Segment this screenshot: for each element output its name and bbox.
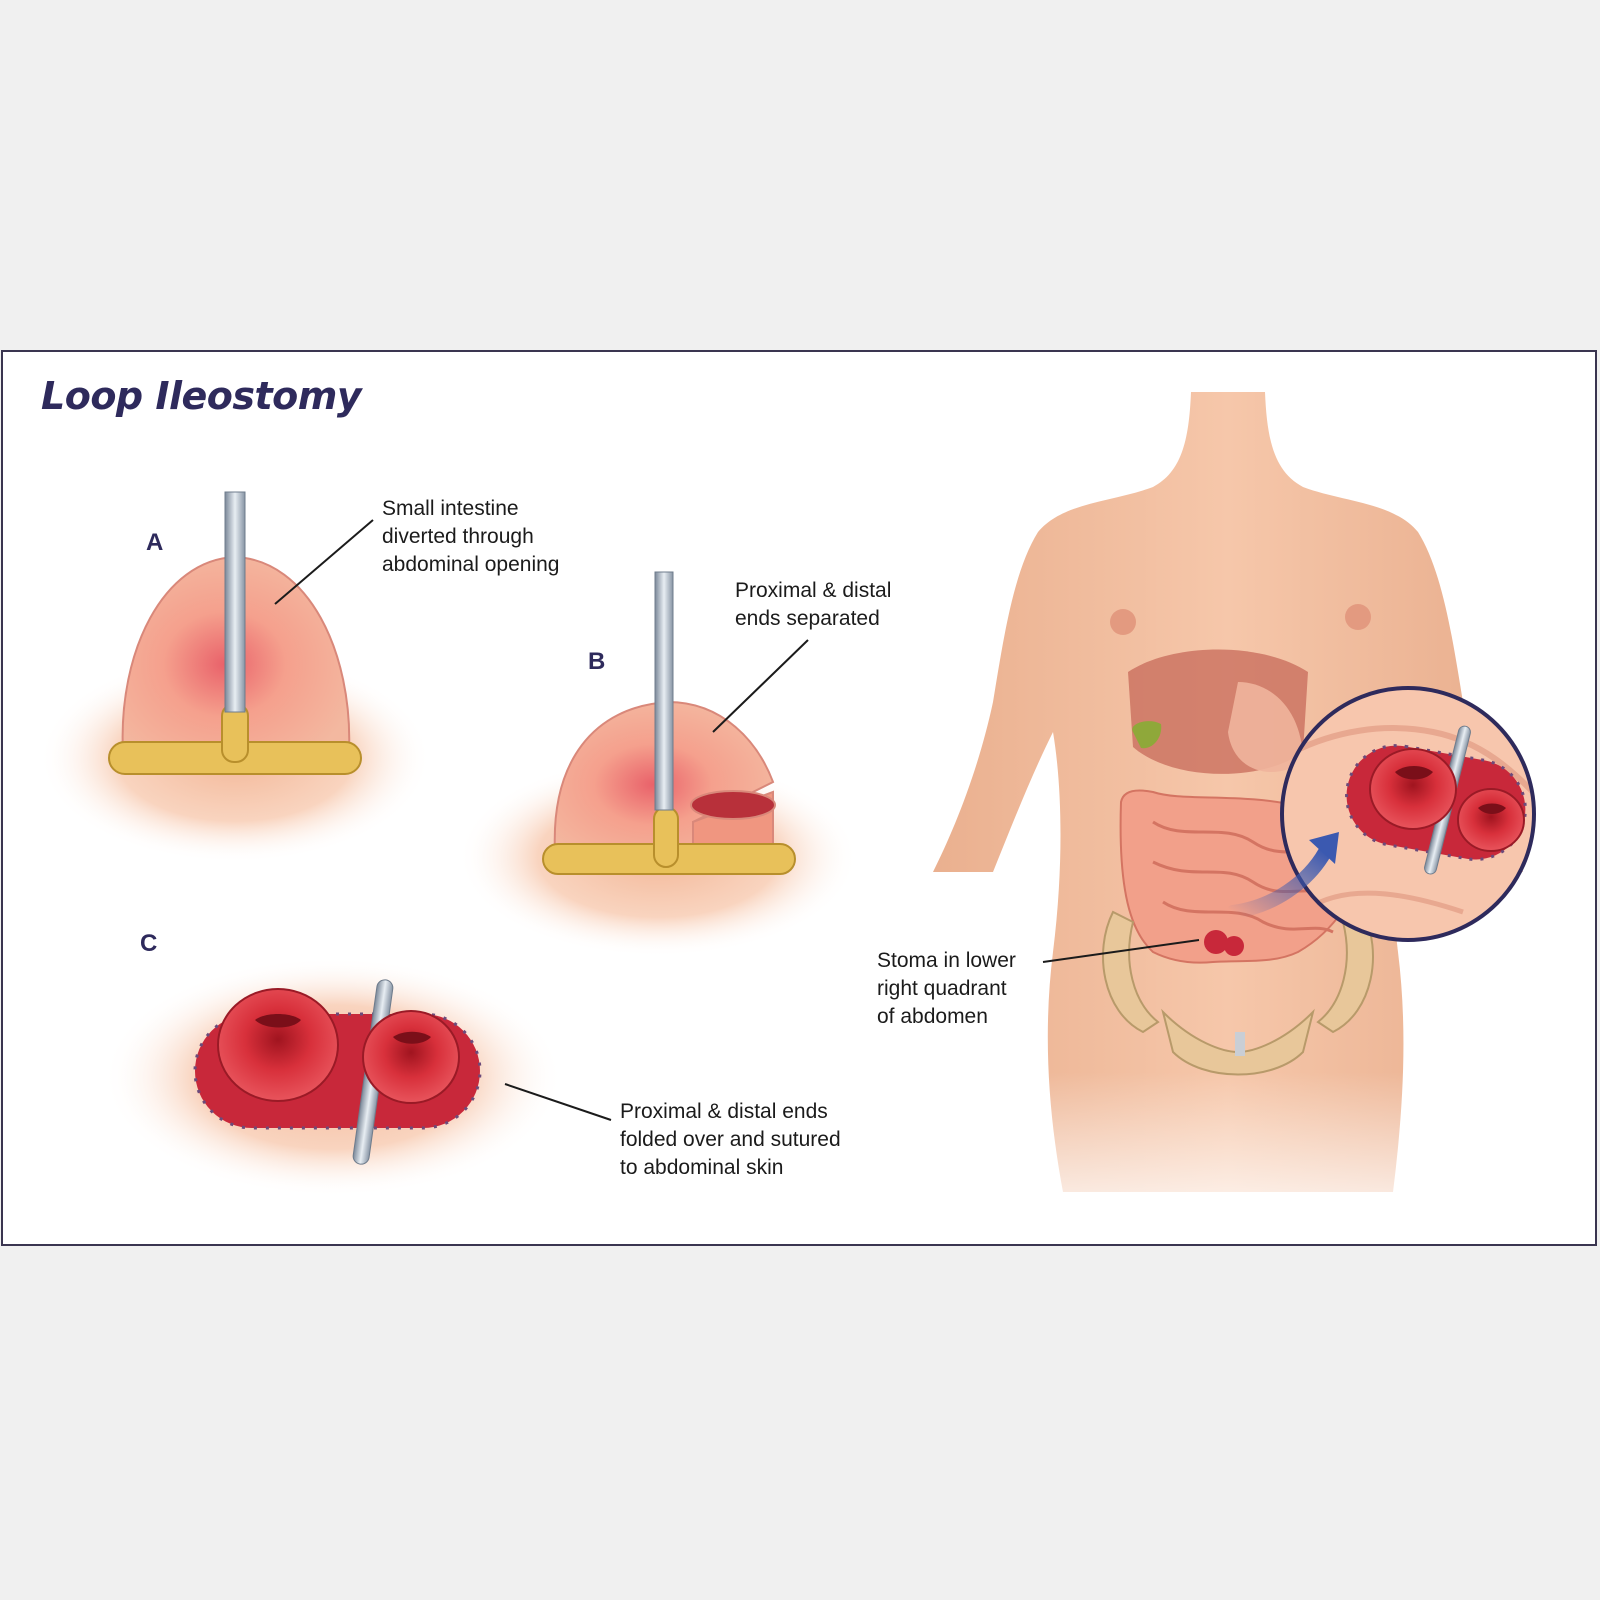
illustration-panel: Loop Ileostomy xyxy=(1,350,1597,1246)
figure-b-letter: B xyxy=(588,648,606,675)
figure-c-label: Proximal & distal ends folded over and s… xyxy=(620,1100,841,1179)
figure-a xyxy=(39,491,431,863)
figure-b-label: Proximal & distal ends separated xyxy=(735,579,892,630)
figure-a-letter: A xyxy=(146,529,164,556)
figure-c-letter: C xyxy=(140,930,158,957)
torso-figure xyxy=(903,392,1543,1244)
figure-c xyxy=(103,957,612,1197)
illustration-art xyxy=(39,392,1543,1244)
figure-a-label: Small intestine diverted through abdomin… xyxy=(382,497,560,576)
figure-b xyxy=(458,571,858,957)
stoma-location-label: Stoma in lower right quadrant of abdomen xyxy=(877,949,1016,1028)
stoma-zoom-inset xyxy=(1226,686,1536,942)
page-title: Loop Ileostomy xyxy=(41,374,362,418)
